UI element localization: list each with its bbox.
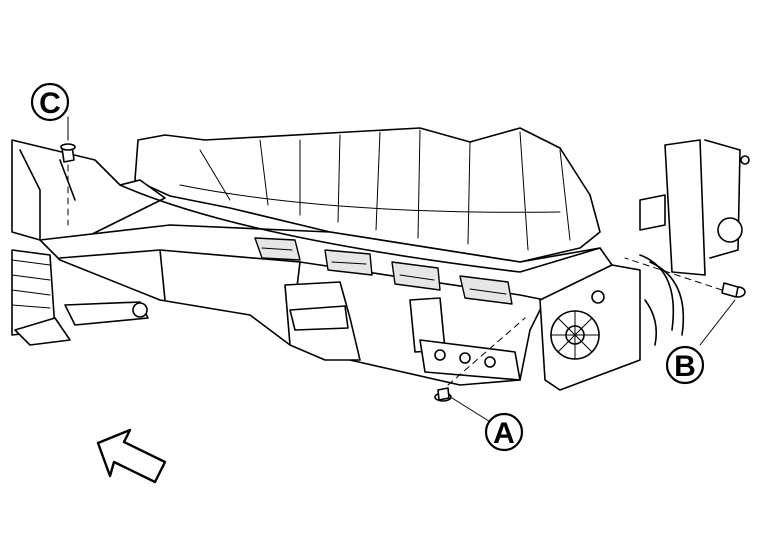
fan-housing bbox=[539, 264, 641, 391]
bolt-b-icon bbox=[721, 282, 746, 298]
right-assembly bbox=[639, 139, 750, 346]
callout-a-label: A bbox=[493, 417, 515, 450]
left-frame bbox=[11, 139, 166, 346]
leader-lines bbox=[67, 116, 736, 424]
bolt-a-icon bbox=[434, 387, 452, 402]
bolt-c-icon bbox=[60, 143, 76, 163]
callout-a: A bbox=[484, 412, 524, 452]
callout-c: C bbox=[30, 82, 70, 122]
front-direction-arrow-icon bbox=[96, 428, 167, 484]
front-bracket bbox=[284, 281, 521, 381]
harness-connectors bbox=[119, 184, 601, 305]
callout-b-label: B bbox=[674, 350, 696, 383]
callout-b: B bbox=[665, 345, 705, 385]
upper-cover bbox=[134, 127, 601, 263]
callout-c-label: C bbox=[39, 87, 61, 120]
